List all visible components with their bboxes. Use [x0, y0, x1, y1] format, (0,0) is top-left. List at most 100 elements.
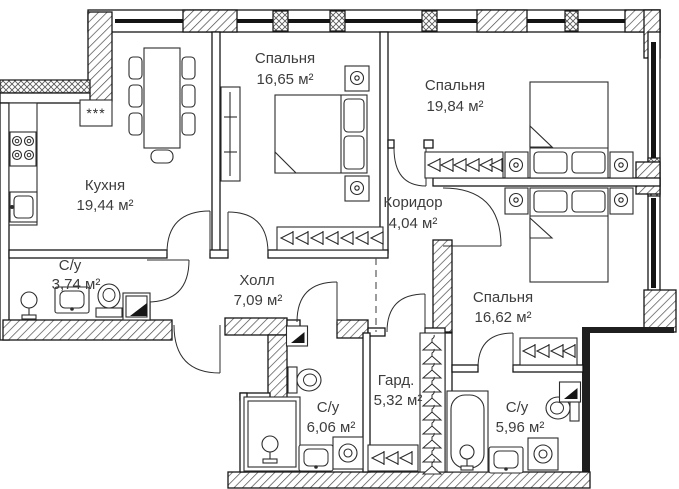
vent-shaft: [79, 99, 113, 127]
window-mullion: [421, 10, 438, 32]
room-area: 3,74 м²: [52, 276, 101, 293]
chair-icon: [150, 149, 174, 164]
l-wall-vertical: [267, 334, 288, 401]
facade-pier: [182, 9, 238, 33]
chair-icon: [128, 84, 143, 108]
room-area: 7,09 м²: [234, 292, 283, 309]
dining-table-icon: [128, 47, 196, 164]
room-label: Коридор: [383, 194, 442, 211]
window-mullion: [272, 10, 289, 32]
shower-tray-icon: [122, 292, 151, 321]
cabinet-icon: [558, 381, 582, 403]
wall-bathroom3-top-left: [451, 364, 479, 373]
facade-pier: [476, 9, 528, 33]
room-area: 5,96 м²: [496, 419, 545, 436]
room-kitchen: *** Кухня 19,44 м²: [8, 47, 196, 226]
wall-bathroom2-wardrobe: [362, 332, 371, 473]
hanger-rail: [419, 332, 446, 475]
left-facade-wall: [0, 102, 10, 341]
lamp-icon: [349, 70, 365, 86]
window-right-a: [651, 42, 656, 158]
chair-icon: [181, 112, 196, 136]
window-bedroom2-d: [578, 19, 625, 23]
room-bedroom-3: Спальня 16,62 м²: [473, 187, 634, 366]
window-mullion: [329, 10, 346, 32]
wall-hall-top-pier: [209, 249, 229, 259]
pier-corridor-bedroom3: [432, 239, 453, 333]
blanket-fold: [274, 150, 298, 174]
closet-icon: [276, 226, 384, 251]
room-wardrobe: Гард. 5,32 м²: [367, 332, 446, 475]
room-corridor: Коридор 4,04 м²: [383, 194, 442, 232]
room-bathroom-3: С/у 5,96 м²: [446, 381, 582, 474]
bedroom2-door: [393, 147, 427, 187]
chair-icon: [128, 56, 143, 80]
window-bedroom2-c: [527, 19, 565, 23]
room-area: 5,32 м²: [374, 392, 423, 409]
wall-corridor-top-stub: [387, 139, 395, 149]
pillow-icon: [533, 151, 568, 174]
closet-icon: [519, 337, 578, 366]
wall-bedroom2-bedroom3: [432, 177, 661, 187]
bedroom1-door: [227, 211, 269, 254]
room-label: Кухня: [85, 177, 125, 194]
window-bedroom1-a: [237, 19, 273, 23]
kitchen-door: [166, 210, 211, 254]
bottom-wall-left: [2, 319, 173, 341]
blanket-fold: [529, 216, 554, 239]
lamp-icon: [613, 157, 629, 173]
room-area: 4,04 м²: [389, 215, 438, 232]
room-label: С/у: [506, 399, 529, 416]
room-label: Спальня: [473, 289, 533, 306]
shower-cabin-icon: [243, 396, 301, 472]
room-area: 16,62 м²: [474, 309, 531, 326]
facade-windows: [115, 19, 625, 23]
window-bedroom2-a: [345, 19, 422, 23]
room-area: 19,44 м²: [76, 197, 133, 214]
wall-hall-top-left: [8, 249, 168, 259]
wardrobe-door: [386, 293, 426, 333]
closet-icon: [367, 444, 419, 472]
room-bathroom-1: С/у 3,74 м²: [20, 257, 151, 321]
wall-hall-top-right: [267, 249, 389, 259]
washing-machine-icon: [332, 436, 364, 470]
wall-kitchen-bedroom1: [211, 31, 221, 254]
bedroom3-door: [442, 187, 502, 247]
window-kitchen: [115, 19, 183, 23]
chair-icon: [128, 112, 143, 136]
window-right-b: [651, 198, 656, 288]
lamp-icon: [508, 192, 524, 208]
room-area: 16,65 м²: [256, 71, 313, 88]
kitchen-tap-icon: [10, 205, 14, 209]
room-label: Гард.: [378, 372, 415, 389]
room-hall: Холл 7,09 м²: [234, 272, 283, 309]
bathroom2-door: [296, 281, 338, 323]
wall-corridor-top-stub: [423, 139, 434, 149]
kitchen-top-wall: [0, 92, 91, 104]
corner-block-bottomright: [643, 289, 677, 333]
pillow-icon: [571, 190, 606, 213]
room-bedroom-1: Спальня 16,65 м²: [220, 50, 384, 251]
bathroom3-door: [477, 332, 514, 369]
cabinet-icon: [285, 325, 309, 347]
room-label: С/у: [317, 399, 340, 416]
chair-icon: [181, 84, 196, 108]
window-bedroom1-b: [288, 19, 330, 23]
room-label: Спальня: [255, 50, 315, 67]
shower-head-icon: [20, 291, 38, 320]
sink-icon: [488, 446, 524, 474]
chair-icon: [181, 56, 196, 80]
bed-icon: [529, 187, 609, 283]
bottom-wall-lower-section: [227, 471, 591, 489]
doors: [146, 147, 514, 374]
radiator-unit-icon: [220, 86, 241, 182]
sink-icon: [298, 444, 334, 472]
step-wall-vertical: [582, 333, 590, 472]
room-area: 6,06 м²: [307, 419, 356, 436]
wall-bathroom3-top-right: [512, 364, 584, 373]
bed-icon: [274, 94, 368, 174]
room-area: 19,84 м²: [426, 98, 483, 115]
bathroom1-door: [146, 259, 190, 303]
pillow-icon: [343, 98, 365, 133]
